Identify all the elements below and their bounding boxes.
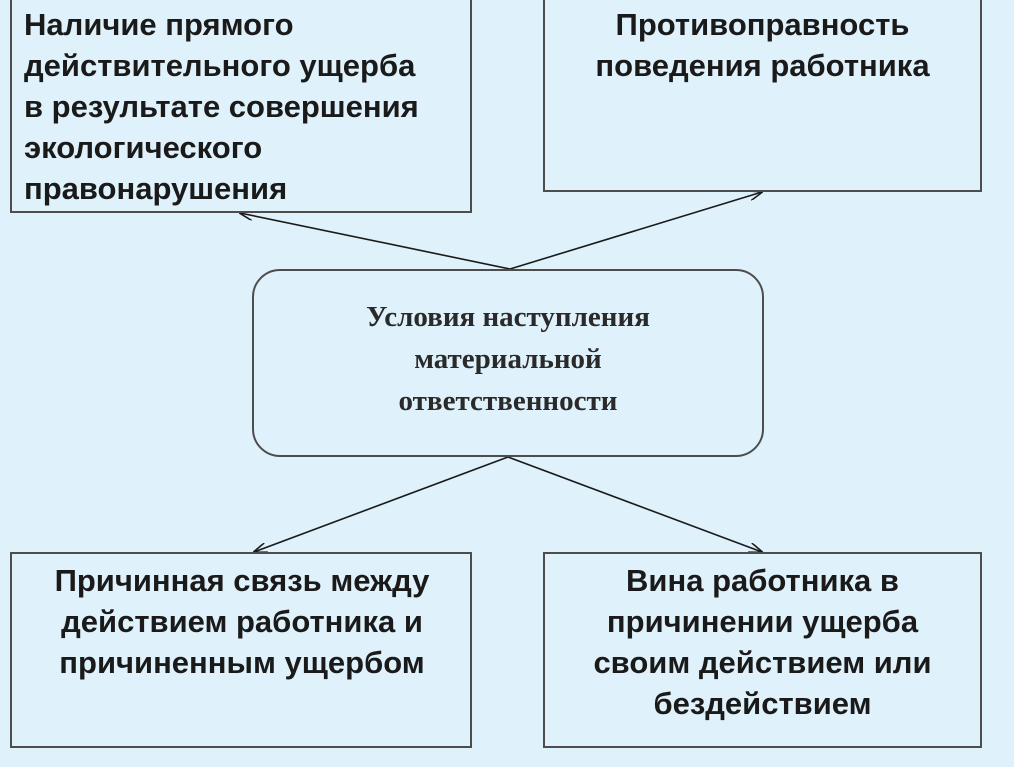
box-line: правонарушения: [24, 171, 288, 206]
box-liability-conditions: Условия наступления материальной ответст…: [252, 269, 764, 457]
slide-edge: [1014, 0, 1024, 767]
box-line: экологического: [24, 130, 263, 165]
box-line: действительного ущерба: [24, 48, 416, 83]
box-line: поведения работника: [595, 48, 930, 83]
box-direct-damage: Наличие прямого действительного ущерба в…: [10, 0, 472, 213]
box-line: материальной: [414, 343, 602, 375]
box-line: причинении ущерба: [606, 604, 919, 639]
box-line: Условия наступления: [366, 301, 650, 333]
box-line: Противоправность: [615, 7, 910, 42]
box-employee-guilt: Вина работника в причинении ущерба своим…: [543, 552, 982, 748]
box-line: действием работника и: [61, 604, 423, 639]
center-text: Условия наступления материальной ответст…: [366, 296, 650, 422]
box-unlawful-conduct: Противоправность поведения работника: [543, 0, 982, 192]
box-causal-link: Причинная связь между действием работник…: [10, 552, 472, 748]
arrow-to-bottom-left: [254, 456, 509, 552]
arrow-to-top-right: [509, 192, 762, 270]
box-line: Наличие прямого: [24, 7, 294, 42]
arrow-to-top-left: [240, 213, 511, 270]
box-line: в результате совершения: [24, 89, 419, 124]
box-line: причиненным ущербом: [59, 645, 425, 680]
box-line: ответственности: [398, 385, 618, 417]
box-line: своим действием или: [593, 645, 932, 680]
arrow-to-bottom-right: [507, 456, 762, 552]
box-line: Вина работника в: [626, 563, 899, 598]
box-line: Причинная связь между: [54, 563, 430, 598]
box-line: бездействием: [653, 686, 872, 721]
